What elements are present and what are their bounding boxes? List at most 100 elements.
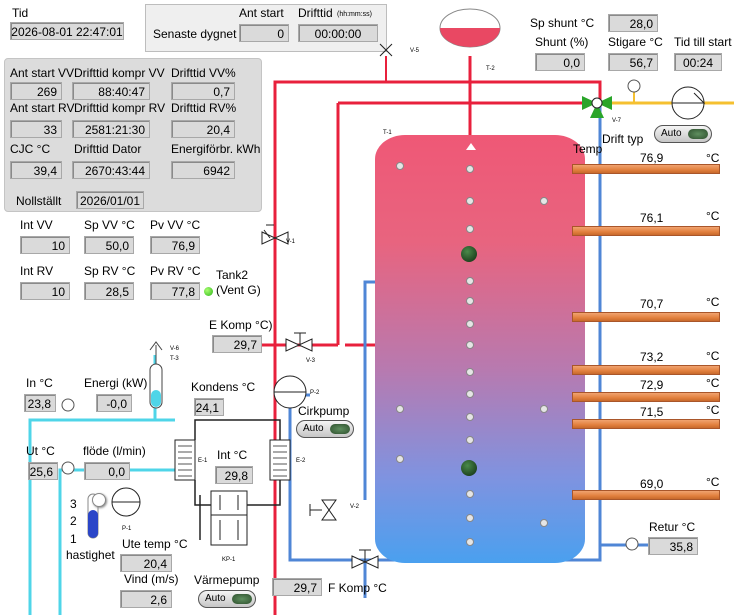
last24-runtime: 00:00:00: [298, 24, 378, 42]
t2-fill: [440, 28, 500, 47]
kondens-label: Kondens °C: [191, 380, 256, 394]
drift-typ-auto-text: Auto: [661, 128, 682, 139]
v5-valve-icon: [379, 43, 393, 57]
ut-value: 25,6: [28, 462, 58, 480]
drift-typ-led: [688, 129, 708, 139]
p2-label: P-2: [310, 390, 320, 396]
tank-top-arrow: [466, 143, 476, 150]
tank-level-5-value: 72,9: [640, 378, 664, 392]
in-label: In °C: [26, 376, 53, 390]
energi-label: Energi (kW): [84, 376, 148, 390]
tank-level-5-bar: [572, 392, 720, 402]
int-rv[interactable]: 10: [20, 282, 70, 300]
e-komp-label: E Komp °C): [209, 318, 273, 332]
drift-typ-auto-button[interactable]: Auto: [654, 125, 712, 143]
tank-level-3-bar: [572, 312, 720, 322]
tank-sensor-11: [466, 436, 474, 444]
ant-start-vv-label: Ant start VV: [10, 66, 75, 80]
tank-level-2-unit: °C: [706, 209, 720, 223]
pv-rv: 77,8: [150, 282, 200, 300]
hot-pipe-main: [273, 80, 602, 615]
tank-indicator-lower: [461, 460, 477, 476]
energi-value: -0,0: [96, 394, 132, 412]
retur-value: 35,8: [648, 537, 698, 555]
sp-rv-label: Sp RV °C: [84, 264, 136, 278]
kondens-value: 24,1: [194, 398, 224, 416]
v2-valve-icon: [321, 499, 337, 521]
tank-sensor-1: [466, 165, 474, 173]
tank-sensor-6: [466, 320, 474, 328]
tank-level-5-unit: °C: [706, 376, 720, 390]
tank-sensor-4: [466, 277, 474, 285]
tank-level-7-bar: [572, 490, 720, 500]
ant-start-rv-label: Ant start RV: [10, 101, 75, 115]
p1-label: P-1: [122, 526, 132, 532]
tank-sensor-side-1: [396, 162, 404, 170]
retur-gauge-icon: [625, 537, 639, 551]
drifttid-kompr-vv-label: Drifttid kompr VV: [74, 66, 165, 80]
ute-temp-label: Ute temp °C: [122, 537, 188, 551]
cirkpump-auto-button[interactable]: Auto: [296, 420, 354, 438]
e2-label: E-2: [296, 458, 306, 464]
int-vv[interactable]: 10: [20, 236, 70, 254]
f-komp-label: F Komp °C: [328, 581, 387, 595]
speed-slider-fill: [88, 510, 98, 538]
v1-valve-icon: [261, 231, 289, 245]
in-value: 23,8: [24, 394, 56, 412]
brine-pipe-out: [58, 468, 175, 615]
tank-sensor-7: [466, 341, 474, 349]
tid-till-start: 00:24: [674, 53, 722, 71]
pv-vv: 76,9: [150, 236, 200, 254]
ute-temp-value: 20,4: [120, 554, 172, 572]
cirkpump-auto-text: Auto: [303, 423, 324, 434]
drifttid-kompr-rv: 2581:21:30: [72, 120, 150, 138]
tank-sensor-12: [466, 490, 474, 498]
kp1-compressor-icon: [210, 490, 248, 546]
tank-level-4-bar: [572, 365, 720, 375]
pv-rv-label: Pv RV °C: [150, 264, 201, 278]
nollstallt-label: Nollställt: [16, 194, 62, 208]
tank-sensor-side-6: [540, 519, 548, 527]
int-label: Int °C: [217, 448, 248, 462]
t3-label: T-3: [170, 356, 179, 362]
speed-slider-knob[interactable]: [92, 493, 106, 507]
tid-till-start-label: Tid till start: [674, 35, 732, 49]
int-value: 29,8: [215, 466, 253, 484]
varmepump-auto-button[interactable]: Auto: [198, 590, 256, 608]
last24-runtime-unit: (hh:mm:ss): [337, 11, 372, 18]
tank2-status-led: [204, 287, 213, 296]
v2-label: V-2: [350, 504, 360, 510]
int-rv-label: Int RV: [20, 264, 54, 278]
flode-label: flöde (l/min): [83, 444, 146, 458]
ant-start-rv: 33: [10, 120, 62, 138]
stigare: 56,7: [608, 53, 658, 71]
cirkpump-label: Cirkpump: [298, 404, 350, 418]
tank-level-6-unit: °C: [706, 403, 720, 417]
energiforbr: 6942: [171, 161, 235, 179]
tank-sensor-side-3: [396, 455, 404, 463]
tank-level-4-unit: °C: [706, 349, 720, 363]
drifttid-vv-pct-label: Drifttid VV%: [171, 66, 236, 80]
v5-label: V-5: [410, 48, 420, 54]
brine-pipe-in: [28, 418, 175, 615]
tank2-label: Tank2: [216, 268, 249, 282]
v3-label: V-3: [306, 358, 316, 364]
sp-rv[interactable]: 28,5: [84, 282, 134, 300]
sp-vv[interactable]: 50,0: [84, 236, 134, 254]
v3-valve-icon: [285, 338, 313, 352]
last24-label: Senaste dygnet: [153, 27, 237, 41]
shunt-pct: 0,0: [535, 53, 585, 71]
tank-level-4-value: 73,2: [640, 350, 664, 364]
drifttid-rv-pct: 20,4: [171, 120, 235, 138]
sp-shunt[interactable]: 28,0: [608, 14, 658, 32]
tank-sensor-2: [466, 197, 474, 205]
tank-level-1-bar: [572, 164, 720, 174]
tank-sensor-side-4: [540, 197, 548, 205]
v7-valve-icon: [582, 96, 612, 118]
tank-level-1-unit: °C: [706, 151, 720, 165]
refrigerant-left: [194, 480, 215, 506]
drifttid-kompr-rv-label: Drifttid kompr RV: [74, 101, 166, 115]
refrigerant-right: [245, 480, 281, 506]
tank-sensor-5: [466, 297, 474, 305]
